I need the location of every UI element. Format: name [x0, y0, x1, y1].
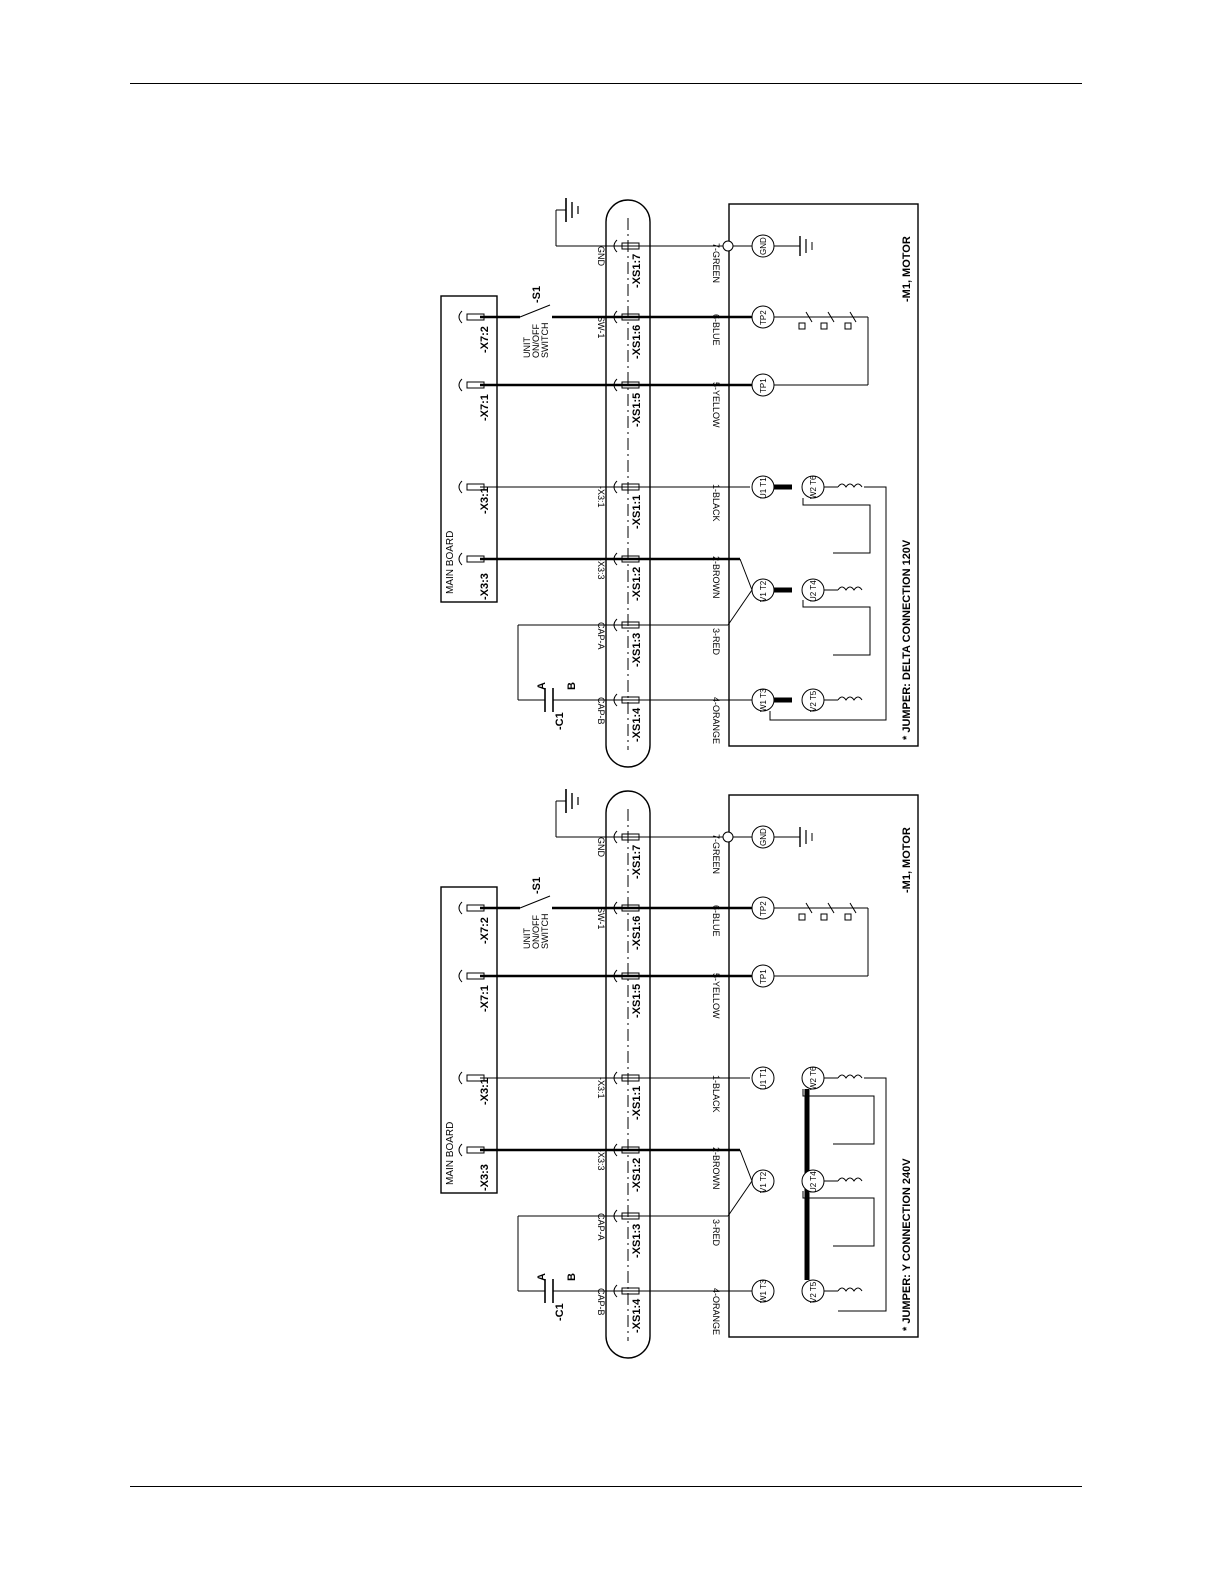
harness-xs1-7: -XS1:7 [631, 845, 643, 879]
signal-cap-a: CAP-A [596, 622, 606, 650]
wire-3-red: 3-RED [711, 1219, 721, 1247]
signal-gnd: GND [596, 246, 606, 267]
harness-xs1-6: -XS1:6 [631, 916, 643, 950]
signal-sw-1: SW-1 [596, 907, 606, 929]
harness-xs1-5: -XS1:5 [631, 393, 643, 427]
switch-tag: -S1 [531, 286, 543, 303]
terminal-tp1: TP1 [759, 969, 768, 984]
terminal-tp2: TP2 [759, 901, 768, 916]
signal-x3-3: -X3:3 [596, 1149, 606, 1171]
wiring-diagram-y: MAIN BOARD -X3:3 -X3:1 -X7:1 -X7:2 -S1 -… [440, 789, 919, 1359]
switch-label-line1: UNIT [522, 337, 532, 358]
wire-7-green: 7-GREEN [711, 243, 721, 283]
terminal-tp2: TP2 [759, 310, 768, 325]
switch-label-line2: ON/OFF [531, 915, 541, 949]
cap-terminal-b: B [566, 682, 578, 690]
jumper-note: * JUMPER: Y CONNECTION 240V [901, 1158, 913, 1331]
wire-1-black: 1-BLACK [711, 1075, 721, 1113]
wire-4-orange: 4-ORANGE [711, 1288, 721, 1335]
terminal-gnd: GND [759, 828, 768, 846]
wire-3-red: 3-RED [711, 628, 721, 656]
terminal-w2-t6: W2 T6 [809, 475, 818, 499]
board-connector-x3-3: -X3:3 [479, 1164, 491, 1191]
switch-tag: -S1 [531, 877, 543, 894]
wire-5-yellow: 5-YELLOW [711, 973, 721, 1019]
switch-label-line3: SWITCH [540, 323, 550, 359]
board-connector-x7-1: -X7:1 [479, 394, 491, 421]
wire-6-blue: 6-BLUE [711, 314, 721, 346]
main-board-label: MAIN BOARD [445, 531, 456, 594]
harness-xs1-3: -XS1:3 [631, 633, 643, 667]
harness-xs1-7: -XS1:7 [631, 254, 643, 288]
terminal-w1-t3: W1 T3 [759, 1279, 768, 1303]
cap-terminal-b: B [566, 1273, 578, 1281]
terminal-u2-t4: U2 T4 [809, 580, 818, 602]
cap-terminal-a: A [536, 682, 548, 690]
terminal-v2-t5: V2 T5 [809, 690, 818, 712]
terminal-v1-t2: V1 T2 [759, 580, 768, 602]
cap-terminal-a: A [536, 1273, 548, 1281]
signal-cap-b: CAP-B [596, 697, 606, 725]
harness-xs1-2: -XS1:2 [631, 1158, 643, 1192]
harness-xs1-4: -XS1:4 [631, 707, 643, 742]
wire-6-blue: 6-BLUE [711, 905, 721, 937]
wire-5-yellow: 5-YELLOW [711, 382, 721, 428]
wire-7-green: 7-GREEN [711, 834, 721, 874]
harness-xs1-6: -XS1:6 [631, 325, 643, 359]
signal-x3-3: -X3:3 [596, 558, 606, 580]
bottom-rule [130, 1486, 1082, 1487]
switch-label-line1: UNIT [522, 928, 532, 949]
board-connector-x3-3: -X3:3 [479, 573, 491, 600]
harness-xs1-1: -XS1:1 [631, 1086, 643, 1120]
signal-gnd: GND [596, 837, 606, 858]
harness-xs1-5: -XS1:5 [631, 984, 643, 1018]
terminal-gnd: GND [759, 237, 768, 255]
terminal-w1-t3: W1 T3 [759, 688, 768, 712]
harness-xs1-1: -XS1:1 [631, 495, 643, 529]
svg-text:MAIN BOARD: MAIN BOARD [445, 1122, 456, 1185]
terminal-w2-t6: W2 T6 [809, 1066, 818, 1090]
terminal-u1-t1: U1 T1 [759, 477, 768, 499]
harness-xs1-3: -XS1:3 [631, 1224, 643, 1258]
terminal-u2-t4: U2 T4 [809, 1171, 818, 1193]
motor-label: -M1, MOTOR [901, 827, 913, 893]
board-connector-x3-1: -X3:1 [479, 487, 491, 514]
harness-xs1-2: -XS1:2 [631, 567, 643, 601]
terminal-u1-t1: U1 T1 [759, 1068, 768, 1090]
signal-sw-1: SW-1 [596, 316, 606, 338]
board-connector-x7-2: -X7:2 [479, 917, 491, 944]
signal-cap-a: CAP-A [596, 1213, 606, 1241]
capacitor-tag: -C1 [554, 1303, 566, 1321]
wire-1-black: 1-BLACK [711, 484, 721, 522]
top-rule [130, 83, 1082, 84]
board-connector-x7-2: -X7:2 [479, 326, 491, 353]
signal-cap-b: CAP-B [596, 1288, 606, 1316]
harness-xs1-4: -XS1:4 [631, 1298, 643, 1333]
terminal-tp1: TP1 [759, 378, 768, 393]
terminal-v2-t5: V2 T5 [809, 1281, 818, 1303]
signal-x3-1: -X3:1 [596, 486, 606, 508]
capacitor-tag: -C1 [554, 712, 566, 730]
signal-x3-1: -X3:1 [596, 1077, 606, 1099]
main-board-label: MAIN BOARD [445, 1122, 456, 1185]
wire-4-orange: 4-ORANGE [711, 697, 721, 744]
wiring-diagram-delta: MAIN BOARD -X3:3 -X3:1 -X7:1 -X7:2 -S1 -… [440, 198, 919, 768]
switch-label-line2: ON/OFF [531, 324, 541, 358]
wire-2-brown: 2-BROWN [711, 1147, 721, 1190]
switch-label-line3: SWITCH [540, 914, 550, 950]
jumper-note: * JUMPER: DELTA CONNECTION 120V [901, 539, 913, 740]
motor-label: -M1, MOTOR [901, 236, 913, 302]
terminal-v1-t2: V1 T2 [759, 1171, 768, 1193]
wire-2-brown: 2-BROWN [711, 556, 721, 599]
board-connector-x7-1: -X7:1 [479, 985, 491, 1012]
board-connector-x3-1: -X3:1 [479, 1078, 491, 1105]
svg-text:MAIN BOARD: MAIN BOARD [445, 531, 456, 594]
